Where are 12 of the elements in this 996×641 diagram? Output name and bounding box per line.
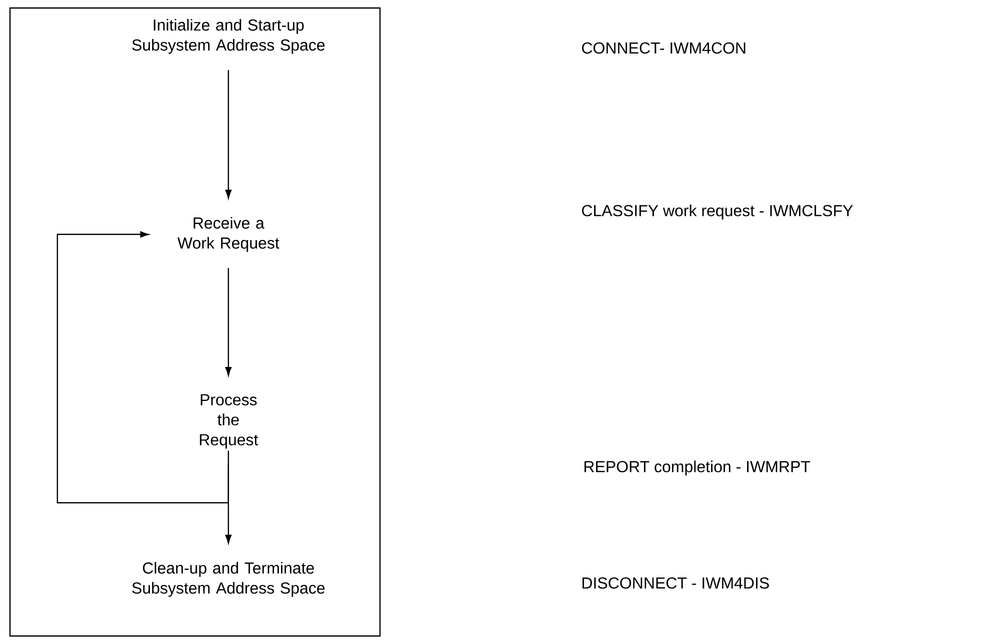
call-label: REPORT completion - IWMRPT	[584, 460, 810, 476]
call-label: CONNECT- IWM4CON	[582, 42, 746, 54]
call-label: DISCONNECT - IWM4DIS	[582, 577, 769, 589]
arrow	[225, 268, 232, 376]
step-text: Receive a Work Request	[177, 216, 280, 252]
call-label: CLASSIFY work request - IWMCLSFY	[582, 204, 853, 220]
arrow	[225, 70, 232, 198]
arrow	[56, 231, 229, 504]
frame-box	[9, 7, 381, 637]
step-text: Initialize and Start-up Subsystem Address Space	[132, 18, 325, 54]
step-text: Clean-up and Terminate Subsystem Address Space	[132, 562, 325, 597]
step-text: Process the Request	[200, 394, 258, 449]
